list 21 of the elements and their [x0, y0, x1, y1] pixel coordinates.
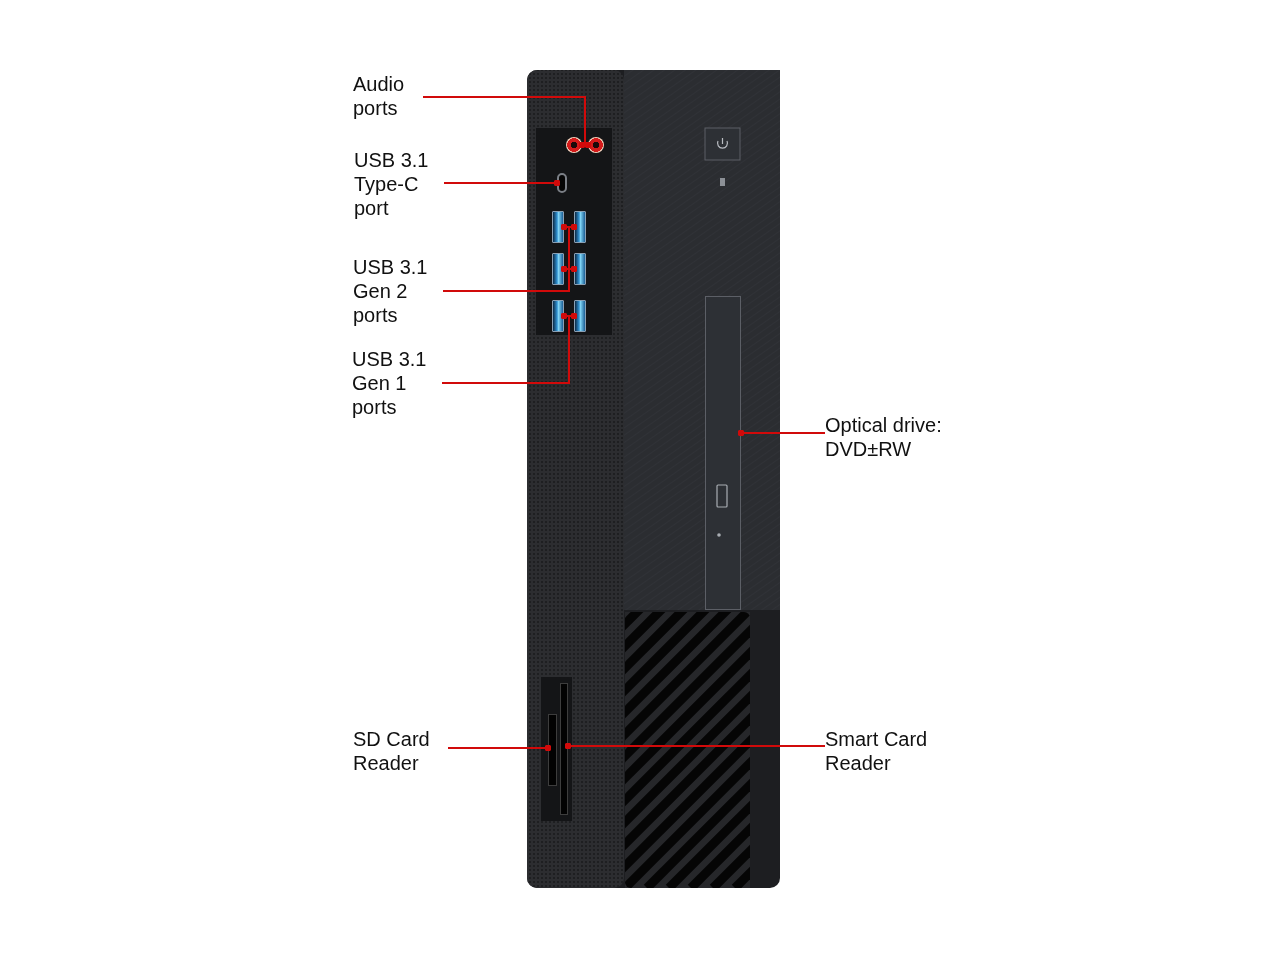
usb-port: [574, 300, 586, 332]
callout-label: Audio ports: [353, 72, 406, 120]
optical-drive-bay: [705, 296, 741, 610]
usb-port: [552, 253, 564, 285]
leader-line: [564, 742, 826, 750]
leader-line: [737, 429, 826, 437]
usb-port: [552, 211, 564, 243]
card-slot: [548, 714, 557, 786]
usb-port: [552, 300, 564, 332]
callout-label: SD Card Reader: [353, 727, 431, 775]
usb-port: [574, 253, 586, 285]
callout-label: Optical drive: DVD±RW: [825, 413, 943, 461]
usb-c-port: [557, 173, 567, 193]
callout-label: USB 3.1 Gen 2 ports: [353, 255, 429, 327]
leader-line: [443, 179, 561, 187]
callout-label: USB 3.1 Type-C port: [354, 148, 430, 220]
callout-label: USB 3.1 Gen 1 ports: [352, 347, 428, 419]
card-slot: [560, 683, 568, 815]
leader-line: [447, 744, 552, 752]
usb-port: [574, 211, 586, 243]
callout-label: Smart Card Reader: [825, 727, 929, 775]
